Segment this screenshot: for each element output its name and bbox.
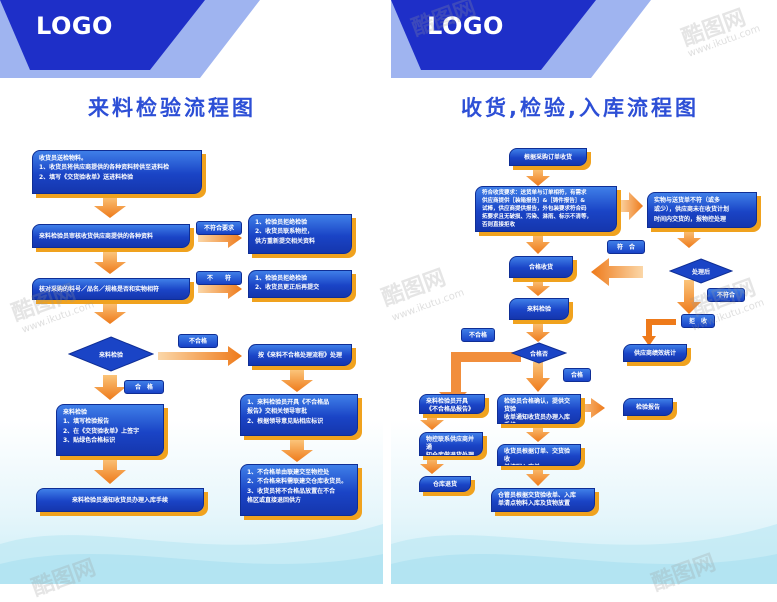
wave-decoration (0, 524, 383, 584)
panel-divider (383, 0, 391, 584)
logo: LOGO (427, 12, 504, 40)
corner-decoration (391, 0, 651, 78)
step-quantity-mismatch: 实物与送货单不符（或多 或少），供应商未在收货计划 时间内交货的，报物控处理 (647, 192, 757, 228)
page-title: 收货,检验,入库流程图 (461, 96, 699, 120)
page-title: 来料检验流程图 (88, 96, 256, 120)
step-inspector-confirm: 检验员合格确认，提供交货验 收单通知收货员办理入库手续 (497, 394, 581, 424)
step-nonconforming-process: 按《来料不合格处理流程》处理 (248, 344, 352, 366)
flowchart-panel-incoming-inspection: LOGO 来料检验流程图 收货员送检物料。 1、收货员将供应商提供的各种资料转供… (0, 0, 383, 584)
decision-label: 合格否 (529, 350, 548, 358)
step-warehouse-storage: 仓管员根据交货验收单、入库 单清点物料入库及货物放置 (491, 488, 595, 512)
decision-pass-fail (511, 342, 567, 364)
step-warehouse-return: 仓库退货 (419, 476, 471, 492)
decision-incoming-inspection (68, 336, 154, 372)
step-inspection-report: 检验报告 (623, 398, 673, 416)
label-unqualified: 不合格 (461, 328, 495, 342)
step-receive-materials: 收货员送检物料。 1、收货员将供应商提供的各种资料转供至进料检 2、填写《交货验… (32, 150, 202, 194)
step-review-documents: 来料检验员审核收货供应商提供的各种资料 (32, 224, 190, 248)
label-qualified: 合格 (563, 368, 591, 382)
label-compliant: 符 合 (607, 240, 645, 254)
decision-after-processing (669, 258, 733, 284)
step-reject-inspection-docs: 1、检验员拒绝检验 2、收货员联系物控， 供方重新提交相关资料 (248, 214, 352, 254)
wave-decoration (391, 524, 777, 584)
decision-label: 来料检验 (98, 351, 123, 359)
step-supplier-performance: 供应商绩效统计 (623, 344, 687, 362)
label-non-compliant: 不符合要求 (196, 221, 242, 235)
step-receive-by-po: 根据采购订单收货 (509, 148, 587, 166)
step-nonconformance-report: 来料检验员开具 《不合格品报告》 (419, 394, 485, 414)
step-return-to-supplier: 1、不合格单由联建交至物控处 2、不合格来料需联建交仓库收货员。 3、收货员将不… (240, 464, 358, 516)
label-qualified: 合 格 (124, 380, 164, 394)
corner-decoration (0, 0, 260, 78)
step-reject-inspection-correct: 1、检验员拒绝检验 2、收货员更正后再提交 (248, 270, 352, 298)
step-qualified-receipt: 合格收货 (509, 256, 573, 278)
label-noncompliant: 不符合 (707, 288, 745, 302)
step-fill-warehouse-entry: 收货员根据订单、交货验收 单填写入库单 (497, 444, 581, 466)
flowchart-panel-receiving: LOGO 收货,检验,入库流程图 (391, 0, 777, 584)
label-unqualified: 不合格 (178, 334, 218, 348)
step-check-part-spec: 核对采购的料号／品名／规格是否和实物相符 (32, 278, 190, 300)
label-mismatch: 不 符 (196, 271, 242, 285)
step-incoming-inspection: 来料检验 (509, 298, 569, 320)
decision-label: 处理后 (691, 268, 710, 276)
step-receiving-requirements: 符合收货要求：送货单与订单相符，有需求 供应商提供［装箱报告］&［铸件报告］& … (475, 186, 617, 232)
logo: LOGO (36, 12, 113, 40)
step-contact-supplier-return: 物控联系供应商并通 知仓库做退货处理 (419, 432, 483, 456)
flow-arrows (420, 168, 701, 486)
step-notify-warehouse: 来料检验员通知收货员办理入库手续 (36, 488, 204, 512)
step-inspection-report: 来料检验 1、填写检验报告 2、在《交货验收单》上签字 3、贴绿色合格标识 (56, 404, 164, 456)
step-nonconformance-report: 1、来料检验员开具《不合格品 报告》交相关领导审批 2、根据领导意见贴相应标识 (240, 394, 358, 436)
label-reject: 拒 收 (681, 314, 715, 328)
